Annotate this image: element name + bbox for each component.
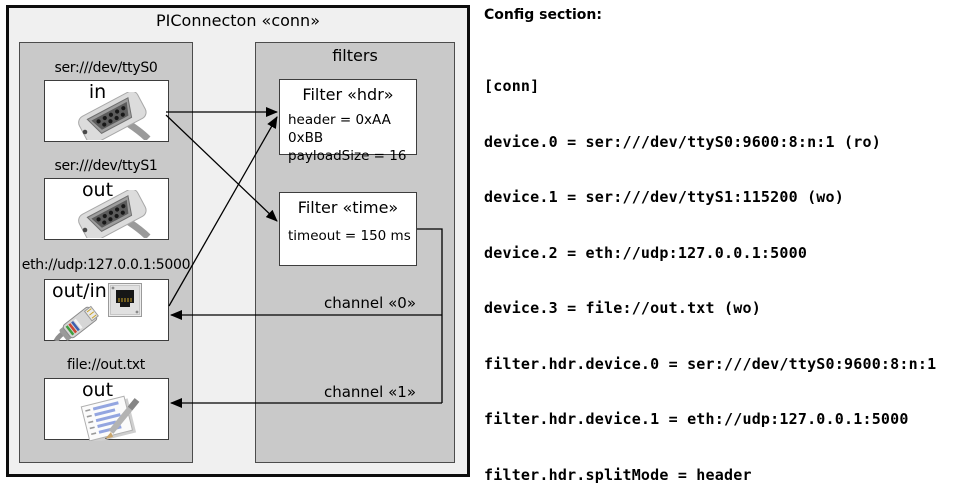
device-mode-label: out bbox=[81, 379, 114, 401]
device-mode-label: out/in bbox=[52, 280, 107, 302]
serial-connector-icon bbox=[78, 190, 151, 238]
config-text-block: [conn] device.0 = ser:///dev/ttyS0:9600:… bbox=[484, 40, 946, 484]
filter-hdr-title: Filter «hdr» bbox=[302, 85, 394, 104]
device-box-eth: out/in bbox=[44, 279, 169, 341]
ethernet-plug-icon bbox=[53, 305, 99, 341]
filter-time-title: Filter «time» bbox=[297, 198, 399, 217]
serial-connector-icon bbox=[78, 92, 151, 140]
device-url-eth: eth://udp:127.0.0.1:5000 bbox=[21, 257, 191, 273]
filter-box-hdr: Filter «hdr» header = 0xAA 0xBB payloadS… bbox=[279, 79, 417, 164]
config-line: device.0 = ser:///dev/ttyS0:9600:8:n:1 (… bbox=[484, 132, 881, 151]
filter-hdr-prop-payload: payloadSize = 16 bbox=[288, 148, 407, 164]
filter-hdr-prop-header: header = 0xAA 0xBB bbox=[288, 112, 391, 146]
channel-1-label: channel «1» bbox=[323, 383, 416, 401]
device-mode-label: out bbox=[81, 179, 114, 201]
config-line: filter.hdr.splitMode = header bbox=[484, 465, 752, 484]
config-line: device.1 = ser:///dev/ttyS1:115200 (wo) bbox=[484, 188, 844, 206]
config-section-heading: Config section: bbox=[484, 7, 602, 23]
device-url-file: file://out.txt bbox=[67, 357, 145, 373]
device-mode-label: in bbox=[88, 81, 107, 103]
filters-panel-title: filters bbox=[332, 46, 378, 65]
config-line: [conn] bbox=[484, 77, 540, 95]
device-box-ttyS0: in bbox=[44, 80, 169, 142]
device-url-ttyS0: ser:///dev/ttyS0 bbox=[54, 60, 158, 76]
device-box-ttyS1: out bbox=[44, 178, 169, 240]
channel-0-label: channel «0» bbox=[323, 294, 416, 312]
config-line: filter.hdr.device.1 = eth://udp:127.0.0.… bbox=[484, 410, 909, 428]
text-file-icon bbox=[80, 395, 140, 441]
ethernet-jack-icon bbox=[108, 283, 142, 317]
filter-time-prop-timeout: timeout = 150 ms bbox=[288, 228, 411, 244]
config-line: device.3 = file://out.txt (wo) bbox=[484, 299, 761, 317]
diagram-title: PIConnecton «conn» bbox=[156, 11, 320, 30]
config-line: device.2 = eth://udp:127.0.0.1:5000 bbox=[484, 243, 808, 262]
device-url-ttyS1: ser:///dev/ttyS1 bbox=[54, 158, 158, 174]
config-line: filter.hdr.device.0 = ser:///dev/ttyS0:9… bbox=[484, 354, 937, 373]
device-box-file: out bbox=[44, 378, 169, 441]
filter-box-time: Filter «time» timeout = 150 ms bbox=[279, 192, 417, 266]
